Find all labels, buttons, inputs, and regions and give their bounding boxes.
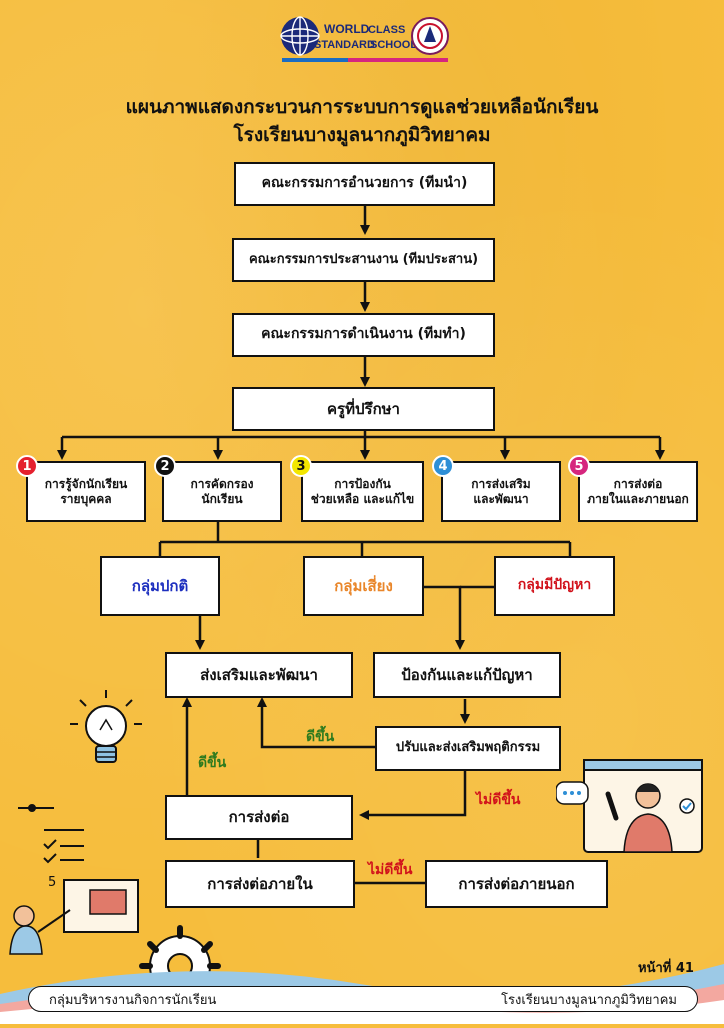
footer-bar: กลุ่มบริหารงานกิจการนักเรียน โรงเรียนบาง…: [28, 986, 698, 1012]
logo-text-standard: STANDARD: [314, 39, 375, 51]
referral-box: การส่งต่อ: [165, 795, 353, 840]
arrow-adjust-notbetter: [359, 771, 467, 820]
step-5-badge: 5: [568, 455, 590, 477]
operation-committee-box: คณะกรรมการดำเนินงาน (ทีมทำ): [232, 313, 495, 357]
leadership-committee-box: คณะกรรมการอำนวยการ (ทีมนำ): [234, 162, 495, 206]
arrow-risk-to-prevent: [424, 585, 465, 650]
internal-referral-box: การส่งต่อภายใน: [165, 860, 355, 908]
step-1-box: การรู้จักนักเรียน รายบุคคล: [26, 461, 146, 522]
classroom-illustration: 5: [4, 798, 144, 958]
logo-text-school: SCHOOL: [370, 39, 417, 51]
page-number: หน้าที่ 41: [638, 961, 694, 976]
step-3-box: การป้องกัน ช่วยเหลือ และแก้ไข: [301, 461, 424, 522]
step-4-box: การส่งเสริม และพัฒนา: [441, 461, 561, 522]
label-notbetter-adjust: ไม่ดีขึ้น: [476, 792, 521, 808]
online-teacher-illustration: [555, 758, 706, 854]
lightbulb-icon: [66, 686, 146, 782]
logo-text-class: CLASS: [368, 24, 405, 36]
label-notbetter-referral: ไม่ดีขึ้น: [368, 862, 413, 878]
step-4-badge: 4: [432, 455, 454, 477]
step-2-badge: 2: [154, 455, 176, 477]
advisor-teacher-box: ครูที่ปรึกษา: [232, 387, 495, 431]
prevent-solve-box: ป้องกันและแก้ปัญหา: [373, 652, 561, 698]
diagram-title-line-1: แผนภาพแสดงกระบวนการระบบการดูแลช่วยเหลือน…: [125, 96, 599, 118]
school-logo: WORLD STANDARD CLASS SCHOOL: [278, 12, 450, 70]
normal-group-box: กลุ่มปกติ: [100, 556, 220, 616]
label-better-refer: ดีขึ้น: [198, 755, 227, 771]
step-3-badge: 3: [290, 455, 312, 477]
problem-group-box: กลุ่มมีปัญหา: [494, 556, 615, 616]
coordination-committee-box: คณะกรรมการประสานงาน (ทีมประสาน): [232, 238, 495, 282]
external-referral-box: การส่งต่อภายนอก: [425, 860, 608, 908]
footer-school-name: โรงเรียนบางมูลนากภูมิวิทยาคม: [501, 992, 677, 1008]
adjust-behavior-box: ปรับและส่งเสริมพฤติกรรม: [375, 726, 561, 771]
step-2-box: การคัดกรอง นักเรียน: [162, 461, 282, 522]
promote-develop-box: ส่งเสริมและพัฒนา: [165, 652, 353, 698]
step-5-box: การส่งต่อ ภายในและภายนอก: [578, 461, 698, 522]
svg-text:5: 5: [48, 875, 56, 890]
footer-department: กลุ่มบริหารงานกิจการนักเรียน: [49, 992, 217, 1008]
arrow-adjust-better: [257, 697, 375, 749]
risk-group-box: กลุ่มเสี่ยง: [303, 556, 424, 616]
step-1-badge: 1: [16, 455, 38, 477]
diagram-title-line-2: โรงเรียนบางมูลนากภูมิวิทยาคม: [233, 124, 491, 146]
label-better-adjust: ดีขึ้น: [306, 729, 335, 745]
logo-text-world: WORLD: [324, 22, 370, 36]
